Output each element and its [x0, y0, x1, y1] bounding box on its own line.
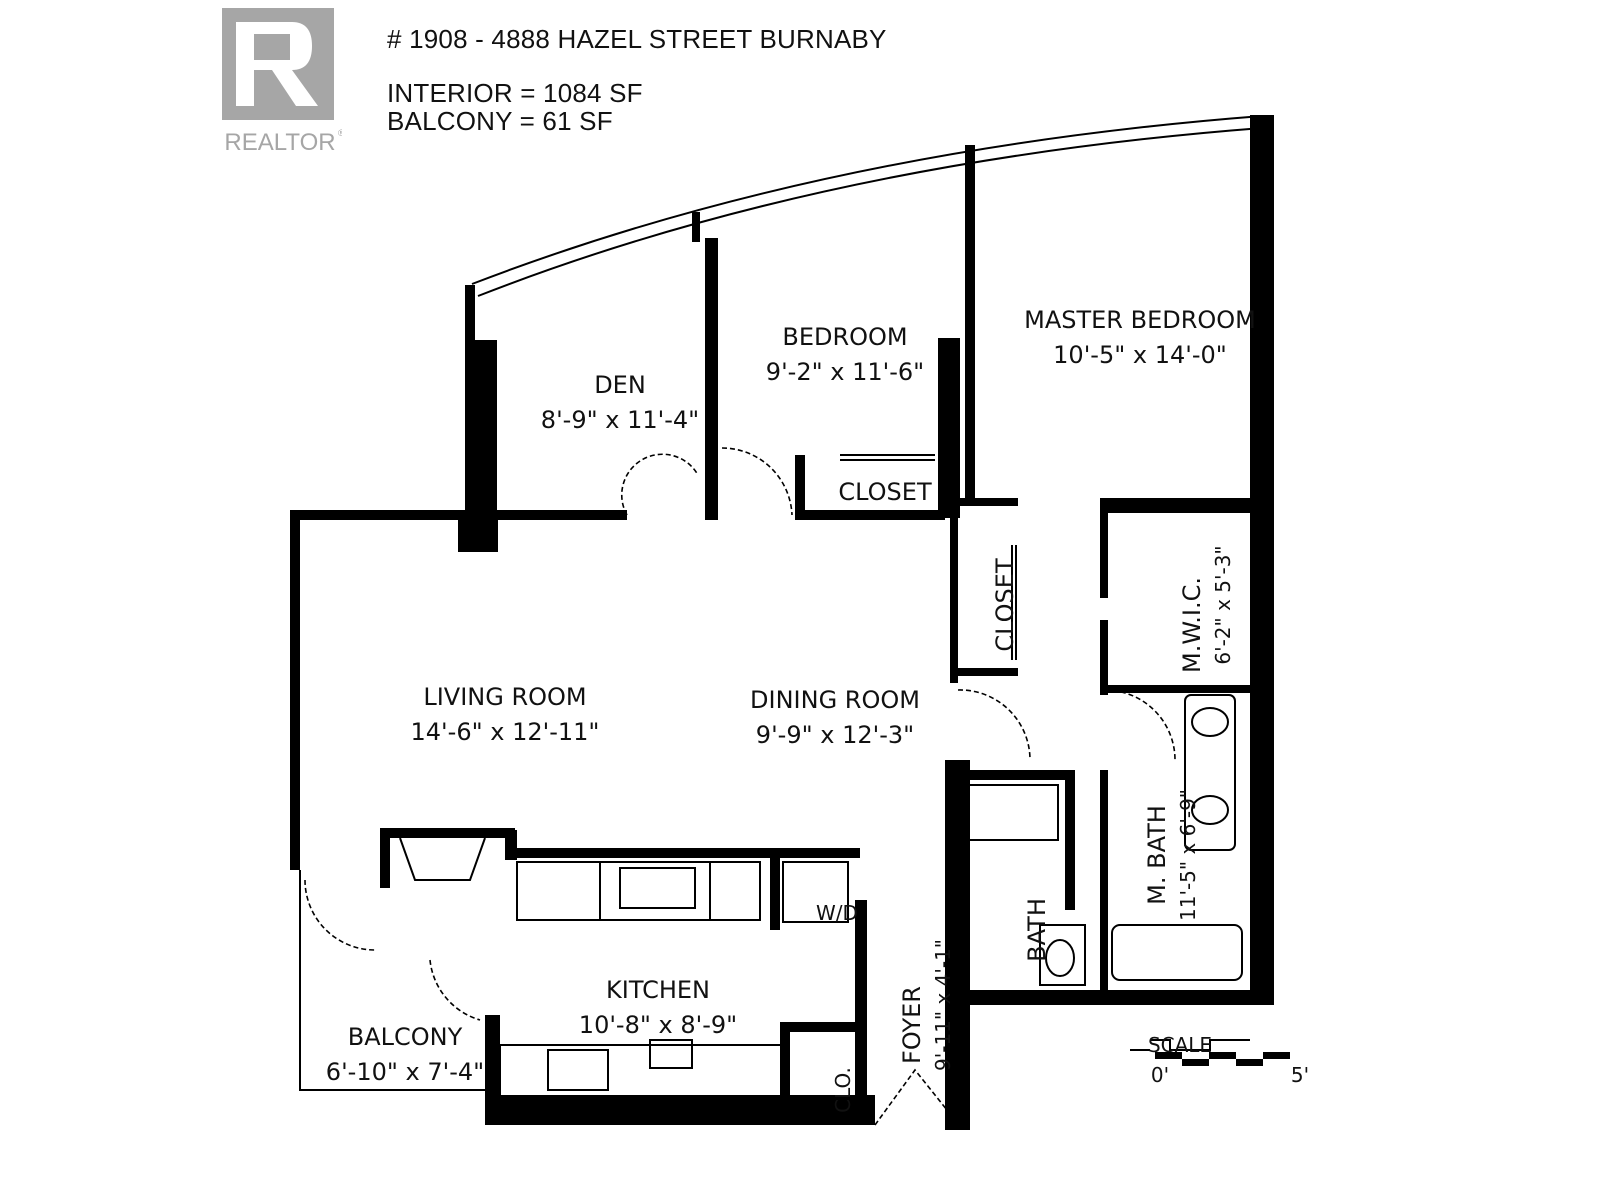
hall-closet-label: CLOSET [991, 558, 1019, 652]
walls [290, 115, 1274, 1130]
foyer-label: FOYER [898, 986, 926, 1064]
bedroom-closet-label: CLOSET [838, 478, 932, 506]
doors [304, 447, 1176, 1126]
den-dims: 8'-9" x 11'-4" [541, 406, 699, 434]
balcony-label: BALCONY [348, 1023, 463, 1051]
dining-room-label: DINING ROOM [750, 686, 920, 714]
bath-label: BATH [1023, 898, 1051, 962]
living-room-label: LIVING ROOM [423, 683, 586, 711]
den-label: DEN [594, 371, 646, 399]
master-bath-label: M. BATH [1143, 805, 1171, 905]
bedroom-label: BEDROOM [782, 323, 907, 351]
master-bath-dims: 11'-5" x 6'-9" [1176, 789, 1200, 921]
mwic-label: M.W.I.C. [1178, 577, 1206, 673]
kitchen-label: KITCHEN [606, 976, 710, 1004]
balcony-area: BALCONY = 61 SF [387, 106, 613, 136]
scale-end: 5' [1291, 1063, 1309, 1087]
svg-text:®: ® [338, 128, 342, 138]
closet-small-label: CLO. [831, 1067, 855, 1113]
realtor-logo: REALTOR ® [222, 8, 345, 158]
bedroom-dims: 9'-2" x 11'-6" [766, 358, 924, 386]
svg-text:REALTOR: REALTOR [224, 129, 335, 156]
washer-dryer-label: W/D [816, 901, 858, 925]
listing-address: # 1908 - 4888 HAZEL STREET BURNABY [387, 24, 887, 54]
mwic-dims: 6'-2" x 5'-3" [1211, 545, 1235, 664]
scale-bar [1155, 1052, 1290, 1066]
master-bedroom-dims: 10'-5" x 14'-0" [1053, 341, 1227, 369]
foyer-dims: 9'-11" x 4'-1" [931, 939, 955, 1071]
interior-area: INTERIOR = 1084 SF [387, 78, 643, 108]
living-room-dims: 14'-6" x 12'-11" [411, 718, 600, 746]
dining-room-dims: 9'-9" x 12'-3" [756, 721, 914, 749]
master-bedroom-label: MASTER BEDROOM [1024, 306, 1256, 334]
curved-window [471, 115, 1263, 285]
balcony-dims: 6'-10" x 7'-4" [326, 1058, 484, 1086]
kitchen-dims: 10'-8" x 8'-9" [579, 1011, 737, 1039]
scale-start: 0' [1151, 1063, 1169, 1087]
